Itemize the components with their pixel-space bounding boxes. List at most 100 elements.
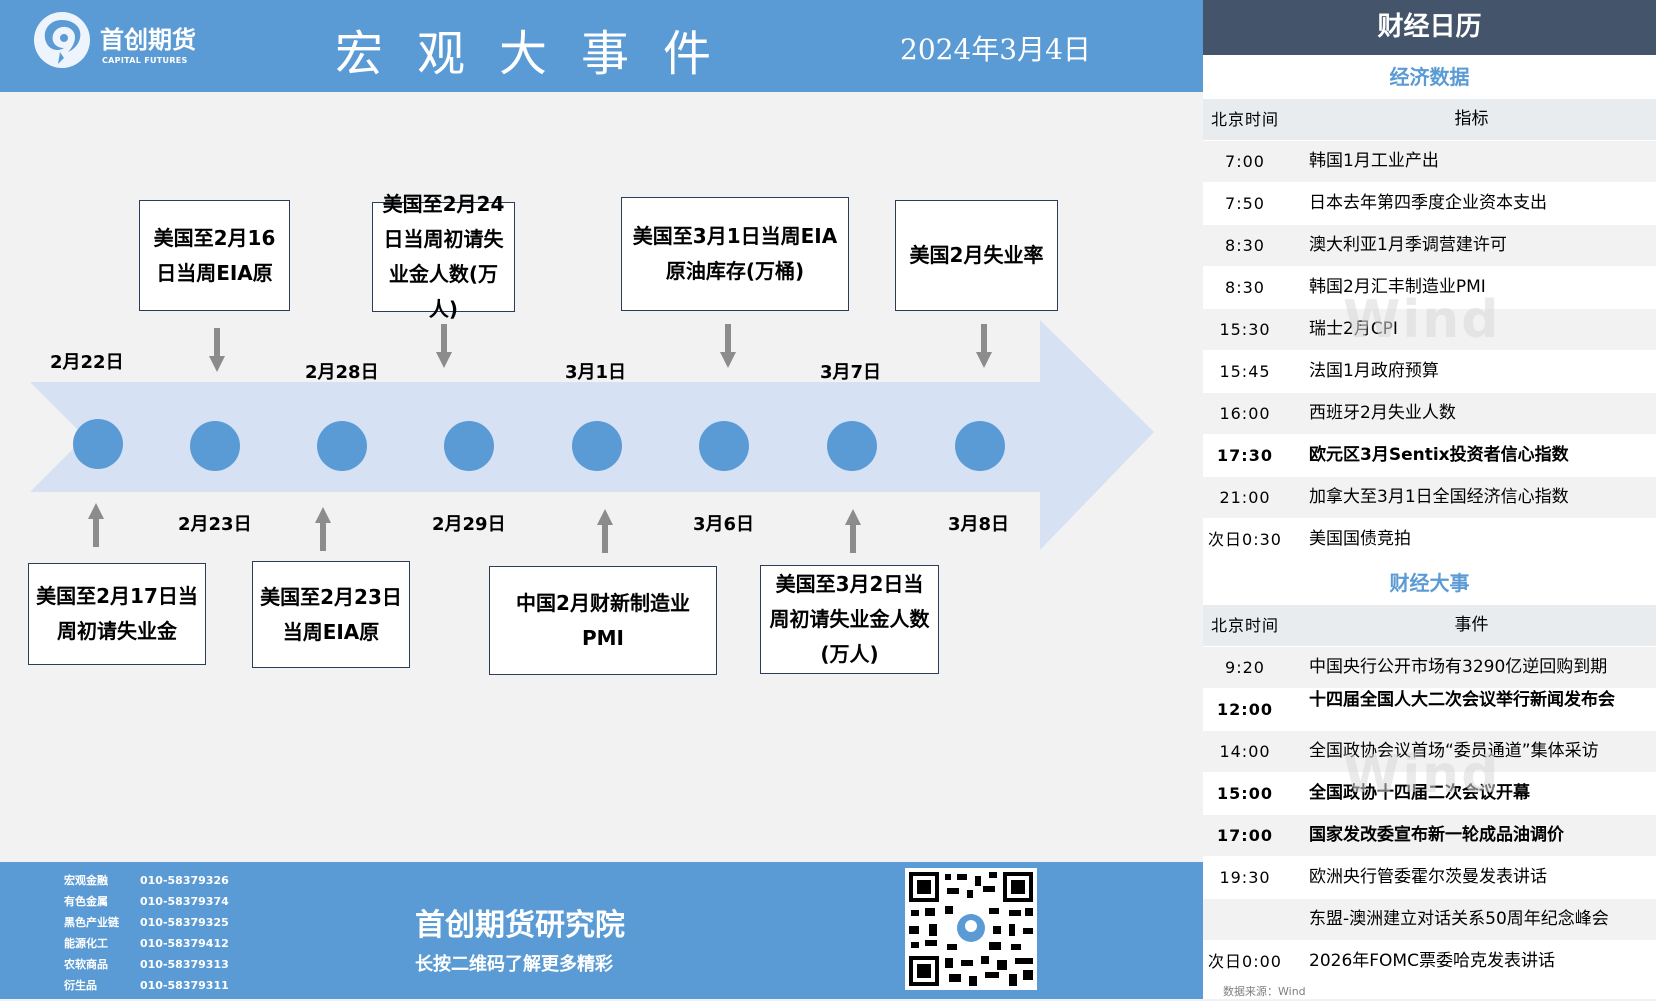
date-label: 2月28日 [305,362,379,383]
row-time: 17:00 [1203,815,1287,856]
date-label: 2月22日 [50,352,124,373]
arrow-up-icon [315,507,331,551]
logo-text: 首创期货 [100,26,196,54]
row-time: 次日0:30 [1203,519,1287,560]
row-item: 十四届全国人大二次会议举行新闻发布会 [1287,689,1656,730]
row-time: 15:30 [1203,309,1287,350]
logo: 首创期货 CAPITAL FUTURES [34,10,234,74]
logo-subtext: CAPITAL FUTURES [102,56,188,65]
timeline-dot [827,421,877,471]
watermark: Wind [1343,290,1501,350]
event-box-bottom: 美国至3月2日当周初请失业金人数(万人) [760,565,939,674]
timeline-dot [955,421,1005,471]
row-item: 2026年FOMC票委哈克发表讲话 [1287,941,1656,982]
row-item: 加拿大至3月1日全国经济信心指数 [1287,477,1656,518]
row-time: 9:20 [1203,647,1287,688]
timeline-dot [444,421,494,471]
row-item: 全国政协会议首场“委员通道”集体采访 [1287,731,1656,772]
row-item: 中国央行公开市场有3290亿逆回购到期 [1287,647,1656,688]
row-item: 日本去年第四季度企业资本支出 [1287,183,1656,224]
report-date: 2024年3月4日 [900,33,1091,66]
row-time [1203,899,1287,940]
row-item: 韩国2月汇丰制造业PMI [1287,267,1656,308]
timeline-dot [317,421,367,471]
event-box-bottom: 美国至2月17日当周初请失业金 [28,563,206,665]
arrow-down-icon [436,324,452,368]
header-bar: 首创期货 CAPITAL FUTURES 宏观大事件 2024年3月4日 [0,0,1203,92]
calendar-title: 财经日历 [1203,0,1656,55]
row-time: 8:30 [1203,267,1287,308]
arrow-down-icon [720,324,736,368]
timeline-dot [73,419,123,469]
timeline-dot [699,421,749,471]
date-label: 2月23日 [178,514,252,535]
watermark: Wind [1343,745,1501,805]
row-time: 次日0:00 [1203,941,1287,982]
page-title: 宏观大事件 [334,26,745,82]
row-time: 7:50 [1203,183,1287,224]
arrow-up-icon [88,503,104,547]
arrow-down-icon [976,324,992,368]
table-row: 东盟-澳洲建立对话关系50周年纪念峰会 [1203,899,1656,941]
event-box-top: 美国2月失业率 [895,200,1058,311]
institute-name: 首创期货研究院 [415,908,625,943]
row-time: 8:30 [1203,225,1287,266]
row-time: 17:30 [1203,435,1287,476]
event-box-bottom: 中国2月财新制造业PMI [489,566,717,675]
row-item: 法国1月政府预算 [1287,351,1656,392]
date-label: 2月29日 [432,514,506,535]
date-label: 3月6日 [693,514,755,535]
event-box-top: 美国至3月1日当周EIA原油库存(万桶) [621,197,849,311]
row-item: 西班牙2月失业人数 [1287,393,1656,434]
row-time: 16:00 [1203,393,1287,434]
timeline-dot [572,421,622,471]
row-time: 21:00 [1203,477,1287,518]
row-time: 19:30 [1203,857,1287,898]
qr-code-icon[interactable] [905,868,1037,990]
date-label: 3月7日 [820,362,882,383]
row-time: 12:00 [1203,689,1287,730]
section-title-events: 财经大事 [1389,571,1470,595]
table-header: 北京时间事件 [1203,605,1656,647]
left-panel: 首创期货 CAPITAL FUTURES 宏观大事件 2024年3月4日 美国至… [0,0,1203,999]
arrow-up-icon [845,509,861,553]
row-time: 15:45 [1203,351,1287,392]
row-time: 7:00 [1203,141,1287,182]
row-item: 欧洲央行管委霍尔茨曼发表讲话 [1287,857,1656,898]
date-label: 3月8日 [948,514,1010,535]
tagline: 长按二维码了解更多精彩 [415,954,613,975]
arrow-down-icon [209,328,225,372]
row-time: 15:00 [1203,773,1287,814]
event-box-top: 美国至2月16日当周EIA原 [139,200,290,311]
row-item: 澳大利亚1月季调营建许可 [1287,225,1656,266]
timeline-dot [190,421,240,471]
table-header: 北京时间指标 [1203,99,1656,141]
date-label: 3月1日 [565,362,627,383]
row-item: 瑞士2月CPI [1287,309,1656,350]
row-time: 14:00 [1203,731,1287,772]
logo-mark-icon [34,12,90,68]
arrow-up-icon [597,509,613,553]
source-note: 数据来源：Wind [1223,985,1306,998]
